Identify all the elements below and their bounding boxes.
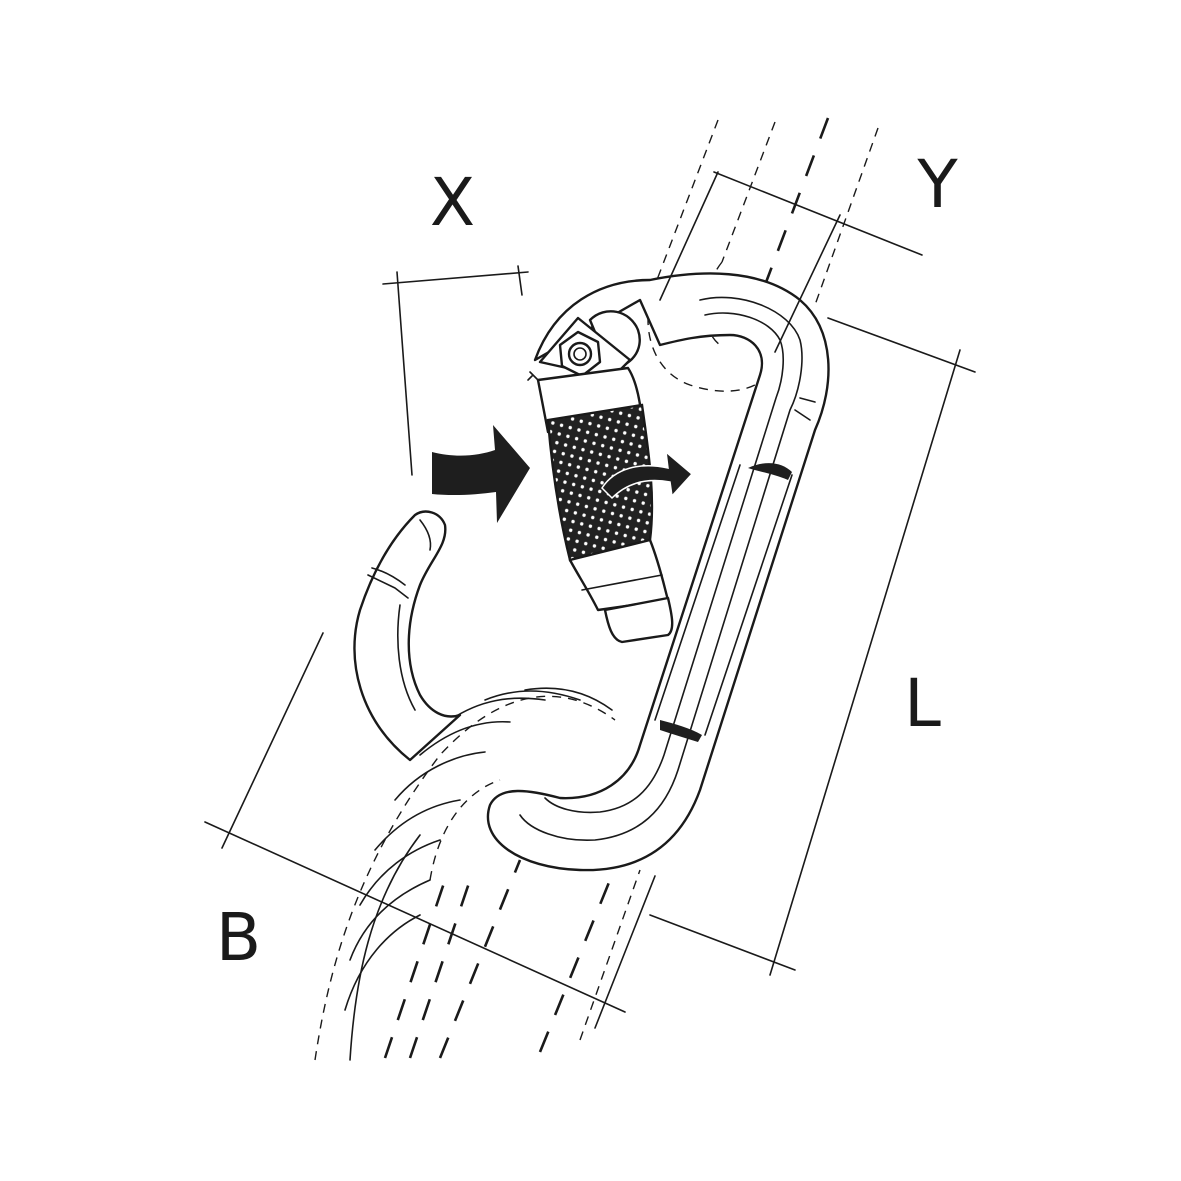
label-x: X [430, 164, 474, 241]
locking-gate [527, 310, 674, 644]
carabiner-frame [486, 272, 830, 872]
label-b: B [216, 899, 260, 976]
arrow-right-icon [432, 425, 530, 523]
label-l: L [904, 665, 941, 742]
dimension-x [382, 265, 529, 476]
dimension-y [659, 171, 923, 353]
curved-arrow-icon [601, 450, 694, 500]
carabiner-nose [353, 510, 462, 762]
label-y: Y [916, 146, 958, 223]
dimension-l [649, 317, 976, 976]
dimension-b [204, 632, 656, 1029]
lower-rope [314, 687, 641, 1061]
